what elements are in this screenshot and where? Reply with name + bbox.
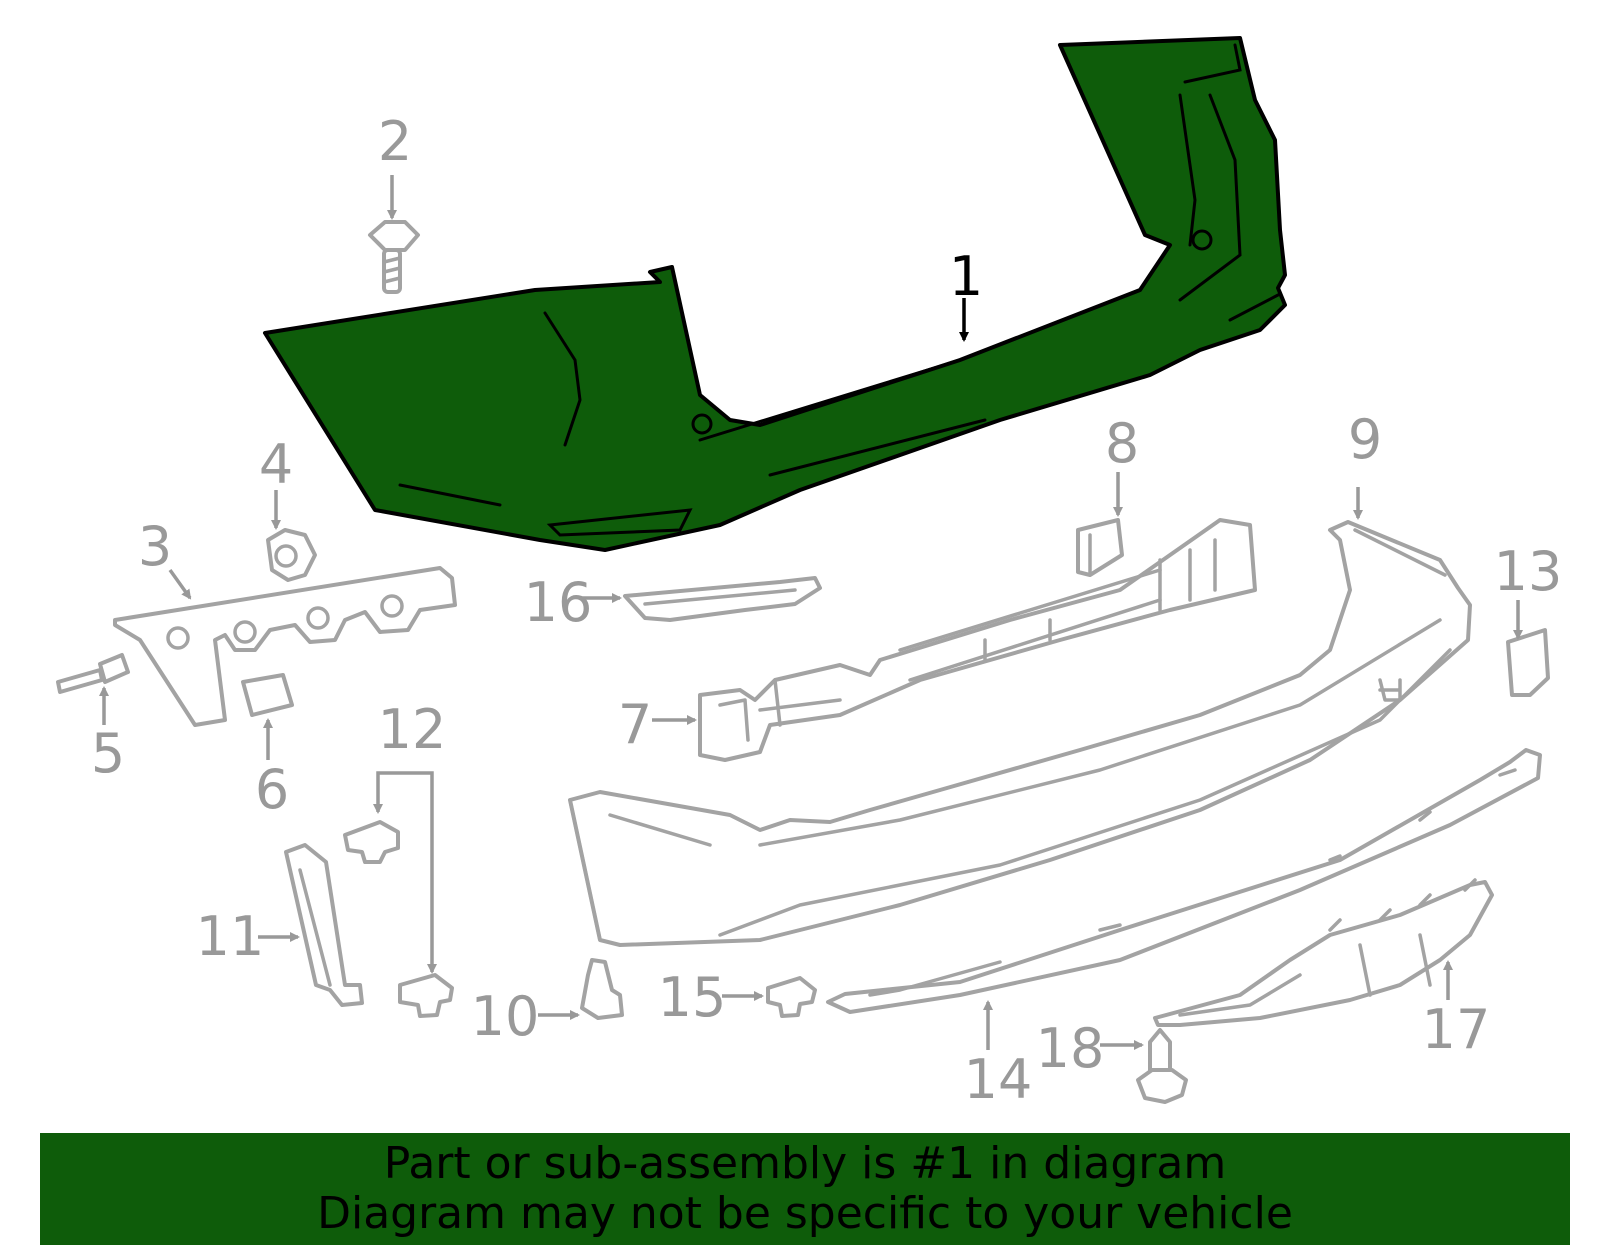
- banner-line-1: Part or sub-assembly is #1 in diagram: [383, 1138, 1227, 1189]
- part-12-clips[interactable]: [343, 820, 454, 1018]
- callout-7: 7: [618, 693, 652, 756]
- callout-10: 10: [471, 985, 540, 1048]
- leader-lines: [99, 175, 1523, 1050]
- part-15-clip[interactable]: [766, 976, 817, 1018]
- part-13-pad[interactable]: [1506, 628, 1550, 697]
- callout-labels: 1 2 3 4 5 6 7 8 9 10 11 12 13 14 15 16 1…: [91, 110, 1563, 1111]
- part-9-lower-fascia[interactable]: [568, 520, 1472, 947]
- callout-13: 13: [1494, 540, 1563, 603]
- part-4-nut[interactable]: [266, 528, 317, 582]
- part-1-bumper-cover[interactable]: [263, 36, 1287, 552]
- part-6-pad[interactable]: [241, 673, 294, 717]
- callout-2: 2: [378, 110, 412, 173]
- part-2-bolt[interactable]: [368, 220, 420, 294]
- callout-12: 12: [378, 698, 447, 761]
- banner-line-2: Diagram may not be specific to your vehi…: [317, 1188, 1293, 1239]
- callout-5: 5: [91, 722, 125, 785]
- callout-1: 1: [949, 245, 983, 308]
- part-7-absorber[interactable]: [698, 518, 1257, 762]
- callout-9: 9: [1348, 408, 1382, 471]
- callout-15: 15: [658, 966, 727, 1029]
- callout-8: 8: [1105, 412, 1139, 475]
- part-3-bracket[interactable]: [113, 566, 457, 727]
- part-11-strip[interactable]: [284, 843, 364, 1007]
- callout-6: 6: [255, 758, 289, 821]
- part-17-diffuser[interactable]: [1153, 878, 1494, 1027]
- callout-11: 11: [196, 905, 265, 968]
- part-14-strip[interactable]: [826, 748, 1542, 1014]
- part-10-clip[interactable]: [580, 958, 624, 1020]
- callout-14: 14: [964, 1048, 1033, 1111]
- part-8-pad[interactable]: [1076, 518, 1124, 577]
- callout-3: 3: [138, 515, 172, 578]
- part-5-pin[interactable]: [56, 653, 130, 694]
- info-banner: Part or sub-assembly is #1 in diagram Di…: [40, 1133, 1570, 1245]
- part-18-bolt[interactable]: [1136, 1028, 1188, 1104]
- callout-4: 4: [259, 433, 293, 496]
- callout-16: 16: [524, 571, 593, 634]
- part-16-trim[interactable]: [623, 576, 822, 622]
- callout-17: 17: [1422, 998, 1491, 1061]
- callout-18: 18: [1036, 1017, 1105, 1080]
